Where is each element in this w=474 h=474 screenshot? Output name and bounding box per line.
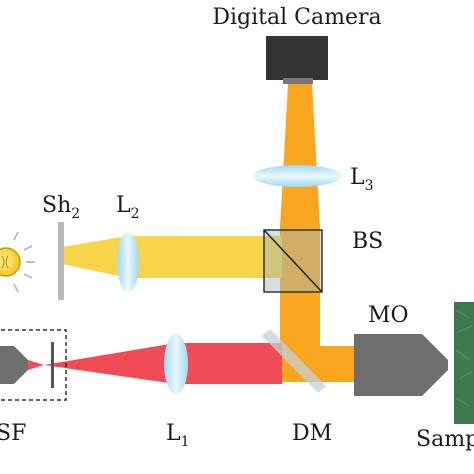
objective-label: MO xyxy=(368,303,409,328)
shutter-label: Sh2 xyxy=(42,193,80,222)
lens-l1-label: L1 xyxy=(166,421,190,450)
sample-label: Samp xyxy=(416,427,474,452)
beam-splitter-label: BS xyxy=(352,229,383,254)
spatial-filter-objective xyxy=(0,346,28,384)
lens-l2 xyxy=(117,232,139,292)
lens-l1 xyxy=(164,334,188,394)
red-beam-source xyxy=(28,360,44,370)
orange-beam-camera xyxy=(280,84,320,228)
dichroic-mirror xyxy=(262,329,326,393)
red-beam xyxy=(44,343,282,384)
dichroic-label: DM xyxy=(292,421,332,446)
microscope-objective xyxy=(354,334,448,396)
lens-l3 xyxy=(253,165,341,187)
sample xyxy=(454,302,474,424)
lens-l3-label: L3 xyxy=(350,165,374,194)
camera-body xyxy=(266,36,328,80)
camera-label: Digital Camera xyxy=(212,5,381,30)
sample-texture xyxy=(455,309,473,407)
spatial-filter-pinhole xyxy=(51,342,54,388)
yellow-beam xyxy=(62,236,282,278)
camera-mount xyxy=(283,78,313,84)
beam-splitter-diagonal xyxy=(263,229,323,293)
spatial-filter-box xyxy=(0,329,67,401)
spatial-filter-label: SF xyxy=(0,421,26,446)
light-bulb-icon xyxy=(0,231,35,293)
lens-l2-label: L2 xyxy=(116,193,140,222)
shutter-sh2 xyxy=(58,222,64,300)
